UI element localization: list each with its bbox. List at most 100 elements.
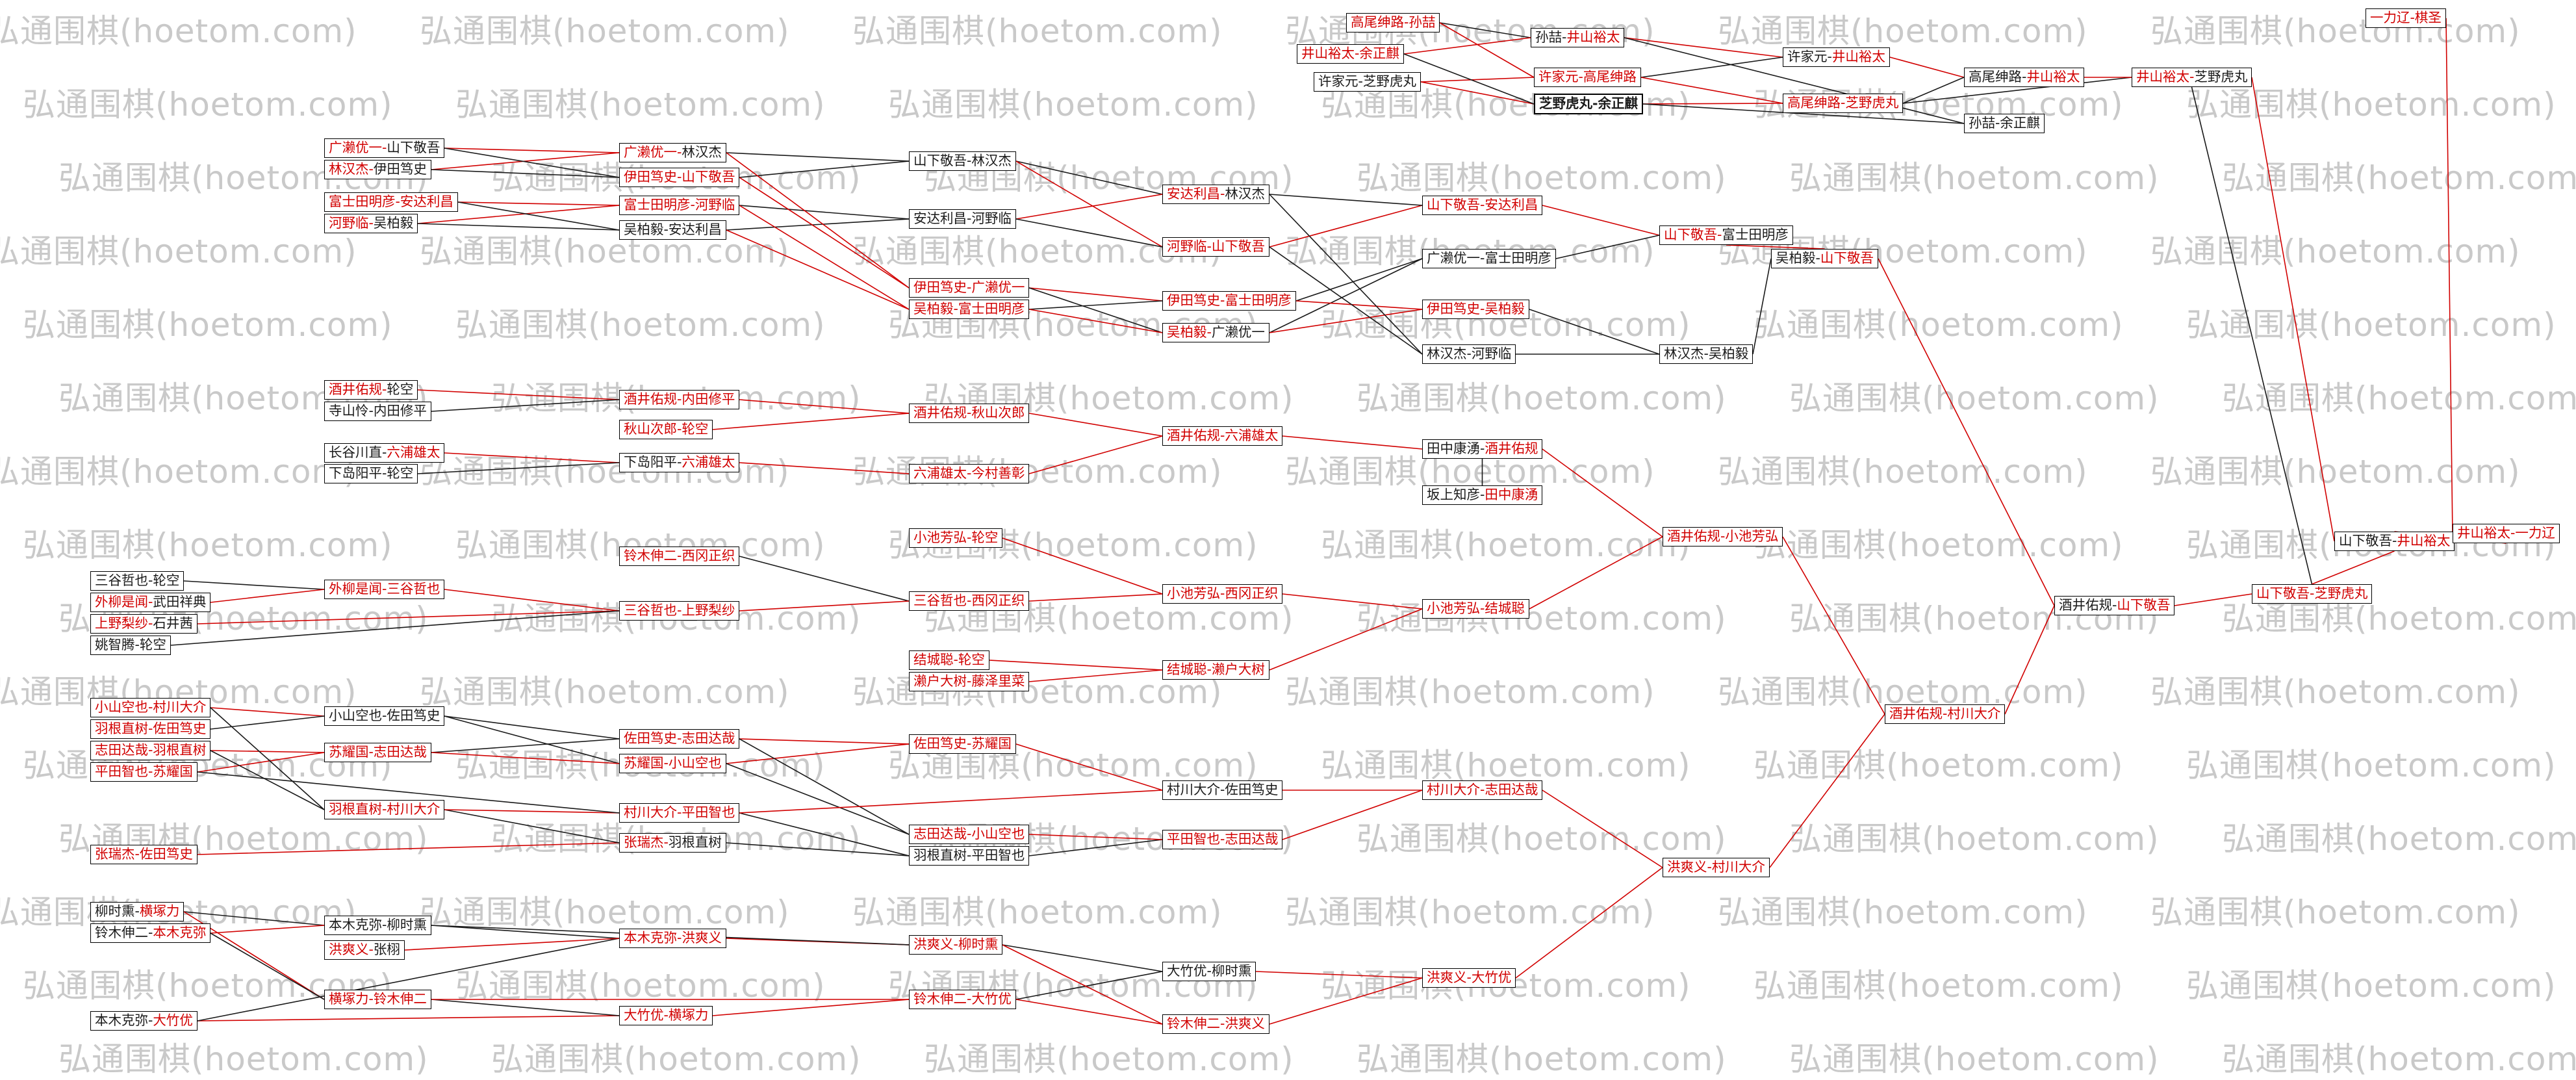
bracket-connector — [183, 580, 325, 590]
watermark: 弘通围棋(hoetom.com) — [455, 967, 826, 1005]
player-b: 河野临 — [695, 197, 735, 213]
vs-dash: - — [368, 942, 374, 958]
vs-dash: - — [382, 140, 387, 156]
bracket-connector — [404, 938, 620, 951]
bracket-connector — [1640, 57, 1783, 78]
vs-dash: - — [134, 903, 140, 919]
vs-dash: - — [148, 615, 153, 632]
bracket-connector — [1624, 37, 1965, 124]
match-node: 伊田笃史-富士田明彦 — [1162, 291, 1296, 311]
bracket-connector — [726, 229, 910, 310]
watermark: 弘通围棋(hoetom.com) — [0, 12, 357, 50]
bracket-connector — [1542, 205, 1660, 236]
watermark: 弘通围棋(hoetom.com) — [1321, 526, 1691, 564]
player-b: 村川大介 — [387, 801, 440, 817]
vs-dash: - — [967, 211, 972, 227]
bracket-connector — [444, 809, 620, 843]
watermark: 弘通围棋(hoetom.com) — [420, 894, 790, 931]
match-node: 山下敬吾-芝野虎丸 — [2252, 584, 2373, 604]
connector-lines — [170, 18, 2506, 1025]
match-node: 井山裕太-一力辽 — [2453, 524, 2560, 543]
bracket-connector — [417, 205, 620, 224]
bracket-connector — [739, 399, 910, 414]
player-a: 林汉杰 — [1664, 346, 1704, 362]
bracket-connector — [712, 999, 910, 1016]
vs-dash: - — [2510, 525, 2516, 541]
vs-dash: - — [1206, 662, 1212, 678]
bracket-connector — [1028, 287, 1163, 333]
match-node: 伊田笃史-山下敬吾 — [619, 168, 740, 187]
vs-dash: - — [368, 744, 374, 760]
player-a: 小山空也 — [329, 708, 382, 724]
watermark: 弘通围棋(hoetom.com) — [1753, 747, 2124, 784]
vs-dash: - — [1206, 238, 1212, 255]
player-a: 横塚力 — [329, 991, 369, 1007]
watermark: 弘通围棋(hoetom.com) — [1357, 379, 1727, 417]
player-b: 轮空 — [387, 381, 414, 398]
match-node: 平田智也-志田达哉 — [1162, 830, 1283, 849]
vs-dash: - — [1220, 782, 1225, 798]
bracket-connector — [1282, 435, 1423, 450]
vs-dash: - — [663, 834, 669, 851]
bracket-connector — [417, 462, 620, 474]
bracket-connector — [1002, 537, 1163, 595]
match-node: 下岛阳平-轮空 — [324, 464, 418, 483]
match-node: 志田达哉-羽根直树 — [90, 741, 211, 760]
watermark: 弘通围棋(hoetom.com) — [1357, 600, 1727, 637]
bracket-connector — [1015, 194, 1163, 220]
player-b: 志田达哉 — [373, 744, 427, 760]
bracket-connector — [197, 842, 620, 855]
player-a: 伊田笃史 — [1167, 292, 1220, 309]
bracket-connector — [1015, 971, 1163, 1000]
bracket-connector — [1269, 258, 1423, 333]
match-node: 富士田明彦-河野临 — [619, 196, 740, 215]
match-node: 本木克弥-大竹优 — [90, 1011, 198, 1031]
player-b: 武田祥典 — [153, 594, 207, 610]
bracket-connector — [197, 771, 620, 814]
bracket-connector — [1269, 194, 1423, 206]
player-b: 横塚力 — [139, 903, 180, 919]
match-node: 广濑优一-富士田明彦 — [1422, 249, 1556, 268]
bracket-connector — [1028, 287, 1163, 302]
player-b: 高尾绅路 — [1583, 69, 1637, 85]
player-a: 河野临 — [1167, 238, 1207, 255]
bracket-connector — [1269, 194, 1423, 355]
match-node: 姚智腾-轮空 — [90, 636, 171, 655]
match-node: 下岛阳平-六浦雄太 — [619, 453, 740, 472]
vs-dash: - — [967, 847, 972, 864]
match-node: 长谷川直-六浦雄太 — [324, 443, 445, 463]
vs-dash: - — [967, 279, 972, 296]
match-node: 山下敬吾-富士田明彦 — [1659, 225, 1793, 245]
match-node: 吴柏毅-富士田明彦 — [909, 300, 1030, 319]
player-a: 秋山次郎 — [624, 421, 677, 437]
player-b: 村川大介 — [1947, 706, 2001, 722]
match-node: 村川大介-平田智也 — [619, 803, 740, 823]
player-b: 安达利昌 — [668, 222, 722, 238]
player-b: 余正麒 — [1598, 96, 1639, 112]
watermark: 弘通围棋(hoetom.com) — [1718, 12, 2088, 50]
bracket-connector — [1028, 309, 1163, 333]
watermark: 弘通围棋(hoetom.com) — [23, 86, 393, 123]
match-node: 小山空也-村川大介 — [90, 698, 211, 717]
watermark: 弘通围棋(hoetom.com) — [2186, 747, 2557, 784]
watermark: 弘通围棋(hoetom.com) — [1789, 159, 2160, 197]
watermark: 弘通围棋(hoetom.com) — [2150, 894, 2521, 931]
player-b: 河野临 — [1471, 346, 1512, 362]
vs-dash: - — [1206, 963, 1212, 979]
vs-dash: - — [1220, 1016, 1225, 1032]
bracket-connector — [1015, 218, 1163, 248]
bracket-connector — [726, 218, 910, 231]
match-node: 芝野虎丸-余正麒 — [1534, 94, 1644, 114]
match-node: 酒井佑规-六浦雄太 — [1162, 426, 1283, 446]
watermark: 弘通围棋(hoetom.com) — [420, 233, 790, 270]
match-node: 三谷哲也-上野梨纱 — [619, 601, 740, 621]
player-b: 山下敬吾 — [682, 169, 735, 185]
match-node: 铃木伸二-大竹优 — [909, 990, 1016, 1009]
player-b: 藤泽里菜 — [971, 673, 1025, 689]
bracket-connector — [444, 715, 620, 764]
player-b: 林汉杰 — [971, 153, 1012, 169]
bracket-connector — [1002, 944, 1163, 972]
player-b: 林汉杰 — [1225, 186, 1265, 202]
match-node: 村川大介-佐田笃史 — [1162, 780, 1283, 800]
match-node: 佐田笃史-苏耀国 — [909, 734, 1016, 754]
